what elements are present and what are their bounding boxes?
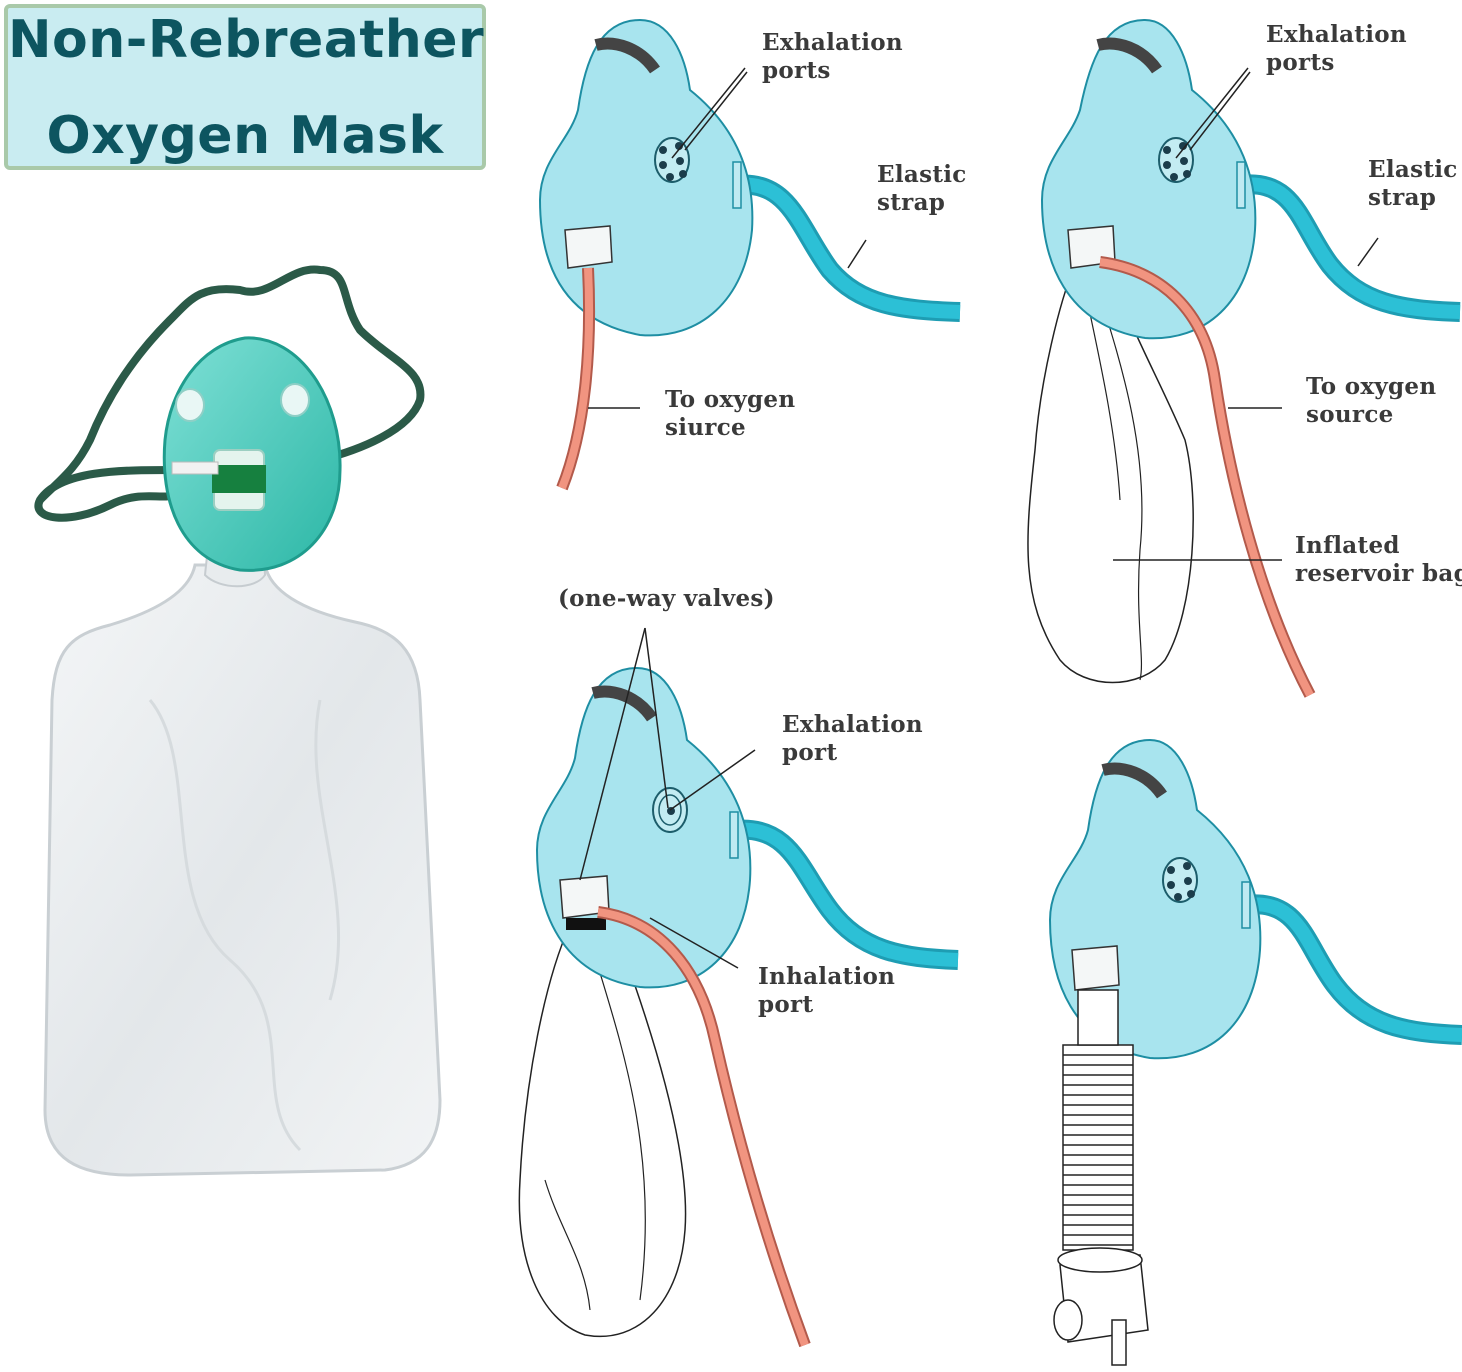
title-line-1: Non-Rebreather (8, 10, 485, 70)
photo-elastic-strap (34, 265, 425, 522)
d4-exhalation-ports-icon (1162, 857, 1198, 903)
diagram-3 (518, 627, 959, 1348)
d1-siurce-label: siurce (665, 414, 746, 441)
d3-reservoir-bag (518, 924, 687, 1338)
diagram-1 (538, 18, 961, 491)
d3-port-label: port (782, 739, 838, 766)
d2-elastic-label: Elastic (1368, 156, 1458, 183)
d1-exhalation-label: Exhalation (762, 29, 903, 56)
d2-inflated-label: Inflated (1295, 532, 1400, 559)
d4-corrugated-tube (1062, 989, 1134, 1251)
d4-valve-connector (1053, 1247, 1149, 1366)
diagram-2 (1027, 18, 1461, 698)
d3-valves-label: (one-way valves) (558, 585, 775, 612)
d2-exhalation-ports-icon (1158, 137, 1194, 183)
product-photo (34, 265, 442, 1177)
title-line-2: Oxygen Mask (46, 106, 444, 166)
title-box: Non-Rebreather Oxygen Mask (4, 4, 486, 170)
d1-exhalation-ports-icon (654, 137, 690, 183)
d3-port2-label: port (758, 991, 814, 1018)
d3-exhalation-label: Exhalation (782, 711, 923, 738)
d2-reservoir-bag (1027, 264, 1194, 684)
d3-inhalation-label: Inhalation (758, 963, 896, 990)
d2-strap-label: strap (1368, 184, 1437, 211)
d2-reservoir-label: reservoir bag (1295, 560, 1462, 587)
d2-to-oxygen-label: To oxygen (1306, 373, 1437, 400)
d1-elastic-label: Elastic (877, 161, 967, 188)
d1-strap-label: strap (877, 189, 946, 216)
d2-exhalation-label: Exhalation (1266, 21, 1407, 48)
diagram-4 (1048, 738, 1462, 1366)
d2-source-label: source (1306, 401, 1394, 428)
d1-ports-label: ports (762, 57, 831, 84)
d1-to-oxygen-label: To oxygen (665, 386, 796, 413)
photo-reservoir-bag (43, 563, 442, 1177)
d2-ports-label: ports (1266, 49, 1335, 76)
